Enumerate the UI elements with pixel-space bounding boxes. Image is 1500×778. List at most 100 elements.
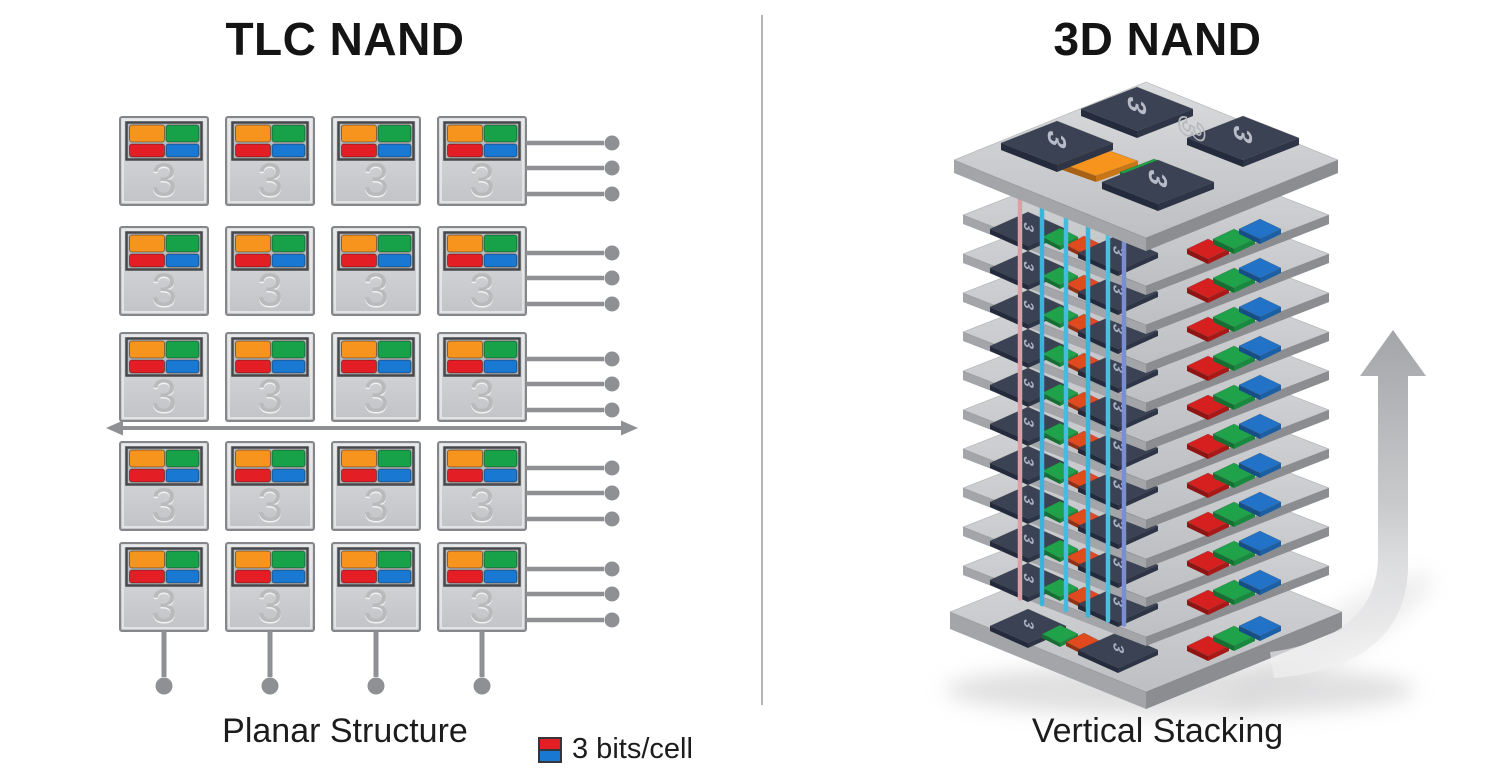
plate-right-face (1260, 541, 1281, 556)
orange-bit-bar (447, 124, 483, 143)
memory-cell: 33 (225, 542, 315, 633)
plate-right-face (1208, 600, 1229, 615)
cell-inner-highlight (440, 119, 524, 203)
blue-chip (1238, 615, 1282, 641)
cell-label: 3 (469, 264, 495, 316)
blue-bit-bar (165, 569, 200, 584)
plate-right-face (1146, 527, 1329, 607)
cell-label: 3 (257, 370, 283, 422)
plate-left-face (1042, 510, 1060, 523)
memory-cell: 33 (437, 542, 527, 633)
cell-label: 3 (363, 580, 389, 632)
orange-bit-bar (129, 340, 165, 359)
bit-line-contact-dot (604, 135, 620, 151)
bit-line-contact-dot (604, 586, 620, 602)
red-bit-bar (447, 569, 483, 584)
blue-chip (1238, 218, 1282, 244)
cell-label: 3 (469, 154, 495, 206)
plate-right-face (1208, 327, 1229, 342)
plate-right-face (1208, 444, 1229, 459)
plate-top-face (1238, 218, 1282, 240)
plate-left-face (1187, 138, 1243, 167)
plate-left-face (1187, 600, 1208, 615)
blue-chip (1238, 452, 1282, 478)
bit-line-contact-dot (604, 376, 620, 392)
plate-left-face (1187, 483, 1208, 498)
plate-top-face (1238, 413, 1282, 435)
memory-cell: 33 (331, 116, 421, 207)
cell-label: 3 (257, 479, 283, 531)
green-bit-bar (271, 550, 306, 569)
plate-left-face (1239, 463, 1260, 478)
blue-bit-bar (165, 359, 200, 374)
orange-bit-bar (447, 234, 483, 253)
bit-line-contact-dot (604, 186, 620, 202)
cell-label-highlight: 3 (363, 480, 389, 532)
plate-left-face (990, 626, 1028, 648)
green-bit-bar (377, 234, 412, 253)
memory-cell: 33 (119, 226, 209, 317)
cell-label-highlight: 3 (257, 480, 283, 532)
orange-bit-bar (129, 550, 165, 569)
plate-right-face (1243, 138, 1299, 167)
green-chip (1041, 624, 1079, 647)
plate-left-face (1213, 278, 1234, 293)
green-chip (1041, 266, 1079, 289)
plate-right-face (1208, 561, 1229, 576)
plate-left-face (1187, 646, 1208, 661)
plate-top-face (1238, 296, 1282, 318)
orange-bit-bar (447, 550, 483, 569)
plate-top-face (1041, 266, 1079, 286)
orange-bit-bar (447, 340, 483, 359)
bits-per-cell-legend: 3 bits/cell (538, 733, 693, 766)
plate-right-face (1208, 288, 1229, 303)
plate-left-face (1042, 549, 1060, 562)
memory-cell: 33 (119, 116, 209, 207)
green-bit-bar (483, 449, 518, 468)
plate-right-face (1146, 449, 1329, 529)
plate-left-face (1187, 561, 1208, 576)
cell-label-highlight: 3 (257, 371, 283, 423)
blue-bit-bar (483, 468, 518, 483)
bottom-contact-dot (155, 677, 173, 695)
orange-bit-bar (235, 124, 271, 143)
bit-line-contact-dot (604, 160, 620, 176)
plate-right-face (1057, 143, 1113, 172)
plate-left-face (1213, 434, 1234, 449)
plate-left-face (1213, 239, 1234, 254)
plate-top-face (1238, 615, 1282, 637)
plate-right-face (1234, 317, 1255, 332)
plate-left-face (1042, 588, 1060, 601)
up-arrow-icon (1270, 330, 1426, 678)
plate-right-face (1234, 551, 1255, 566)
memory-cell: 33 (225, 116, 315, 207)
cell-label: 3 (151, 479, 177, 531)
cell-label-highlight: 3 (151, 371, 177, 423)
blue-bit-bar (483, 143, 518, 158)
cell-label: 3 (151, 154, 177, 206)
plate-right-face (1234, 434, 1255, 449)
plate-right-face (1208, 646, 1229, 661)
cell-label: 3 (363, 479, 389, 531)
cell-label-highlight: 3 (257, 581, 283, 633)
green-bit-bar (377, 550, 412, 569)
plate-right-face (1146, 488, 1329, 568)
green-bit-bar (165, 449, 200, 468)
cell-inner-highlight (334, 229, 418, 313)
blue-chip (1238, 569, 1282, 595)
plate-left-face (1239, 541, 1260, 556)
plate-right-face (1096, 161, 1138, 182)
plate-right-face (1146, 612, 1342, 709)
blue-bit-bar (165, 468, 200, 483)
cell-label: 3 (257, 264, 283, 316)
red-bit-bar (341, 253, 377, 268)
top-cell-tile: 3 (1080, 86, 1194, 138)
plate-right-face (1118, 604, 1158, 627)
red-bit-bar (129, 468, 165, 483)
cell-label-highlight: 3 (469, 581, 495, 633)
blue-bit-bar (377, 143, 412, 158)
red-bit-bar (341, 569, 377, 584)
